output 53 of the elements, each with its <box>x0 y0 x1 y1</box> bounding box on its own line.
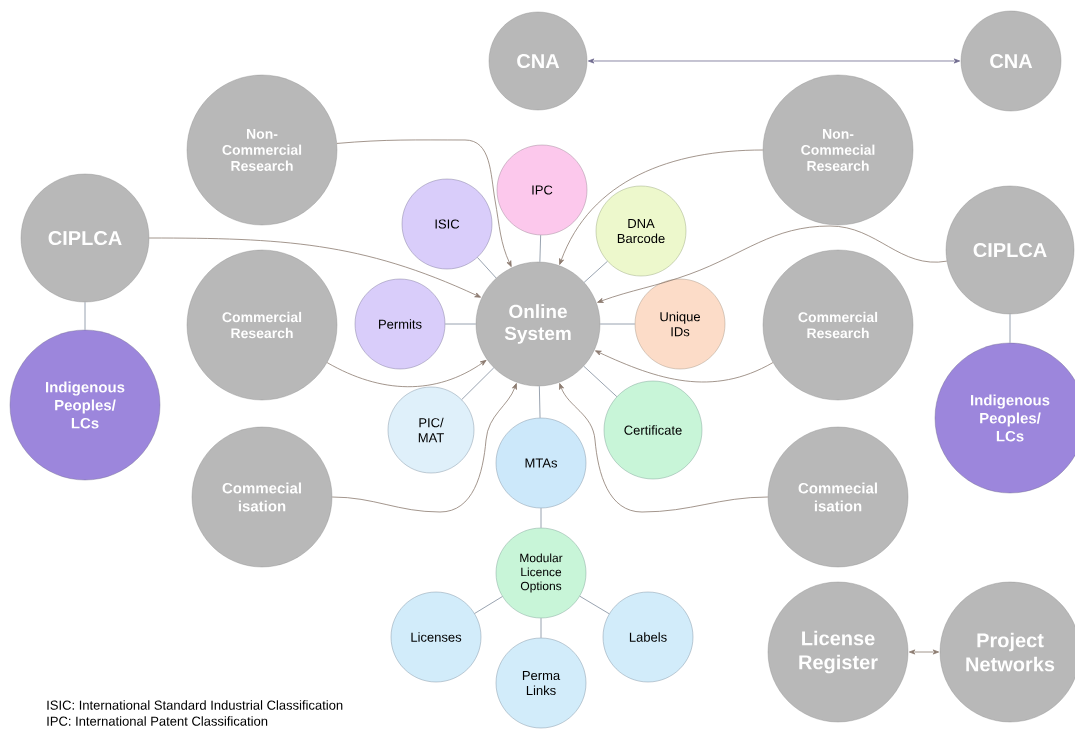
circle-node: License Register <box>767 581 909 723</box>
connector <box>331 383 517 513</box>
connector <box>540 617 542 639</box>
circle-node: Licenses <box>390 591 482 683</box>
circle-node: Indigenous Peoples/ LCs <box>934 342 1075 494</box>
connector <box>597 225 948 303</box>
circle-node: Certificate <box>603 380 703 480</box>
circle-node: Perma Links <box>495 637 587 729</box>
circle-node: CIPLCA <box>945 185 1075 315</box>
connector <box>908 649 940 655</box>
circle-node: Labels <box>602 591 694 683</box>
connector <box>474 596 503 614</box>
connector <box>538 385 541 419</box>
circle-node: Commercial Research <box>762 249 914 401</box>
circle-node: CNA <box>960 10 1062 112</box>
circle-node: Commercial Research <box>186 249 338 401</box>
note-text: IPC: International Patent Classification <box>47 716 268 726</box>
circle-node: IPC <box>496 144 588 236</box>
connector <box>540 507 542 529</box>
connector <box>579 595 610 615</box>
circle-node: ISIC <box>401 178 493 270</box>
circle-node: CIPLCA <box>20 173 150 303</box>
connector <box>326 359 487 388</box>
connector <box>559 149 764 265</box>
connector <box>539 234 542 263</box>
connector <box>583 365 618 398</box>
connector <box>583 260 608 283</box>
circle-node: Commecial isation <box>767 426 909 568</box>
circle-node: CNA <box>488 11 588 111</box>
connector <box>477 257 497 279</box>
circle-node: Online System <box>475 261 601 387</box>
circle-node: Unique IDs <box>634 278 726 370</box>
connector <box>587 58 961 64</box>
connector <box>148 237 481 298</box>
circle-node: DNA Barcode <box>595 185 687 277</box>
circle-node: Permits <box>354 278 446 370</box>
connector <box>336 139 512 267</box>
circle-node: MTAs <box>495 417 587 509</box>
circle-node: Non-Commecial Research <box>762 74 914 226</box>
circle-node: Project Networks <box>939 581 1075 723</box>
connector <box>599 323 636 325</box>
connector <box>444 323 477 325</box>
connector <box>559 383 769 513</box>
connector <box>595 350 774 383</box>
circle-node: Modular Licence Options <box>495 527 587 619</box>
connector <box>461 367 495 400</box>
circle-node: Commecial isation <box>191 426 333 568</box>
note-text: ISIC: International Standard Industrial Classification <box>47 700 343 710</box>
connector <box>84 301 86 331</box>
circle-node: Indigenous Peoples/ LCs <box>9 329 161 481</box>
circle-node: Non-Commercial Research <box>186 74 338 226</box>
connector <box>1009 313 1011 344</box>
circle-node: PIC/ MAT <box>387 386 475 474</box>
